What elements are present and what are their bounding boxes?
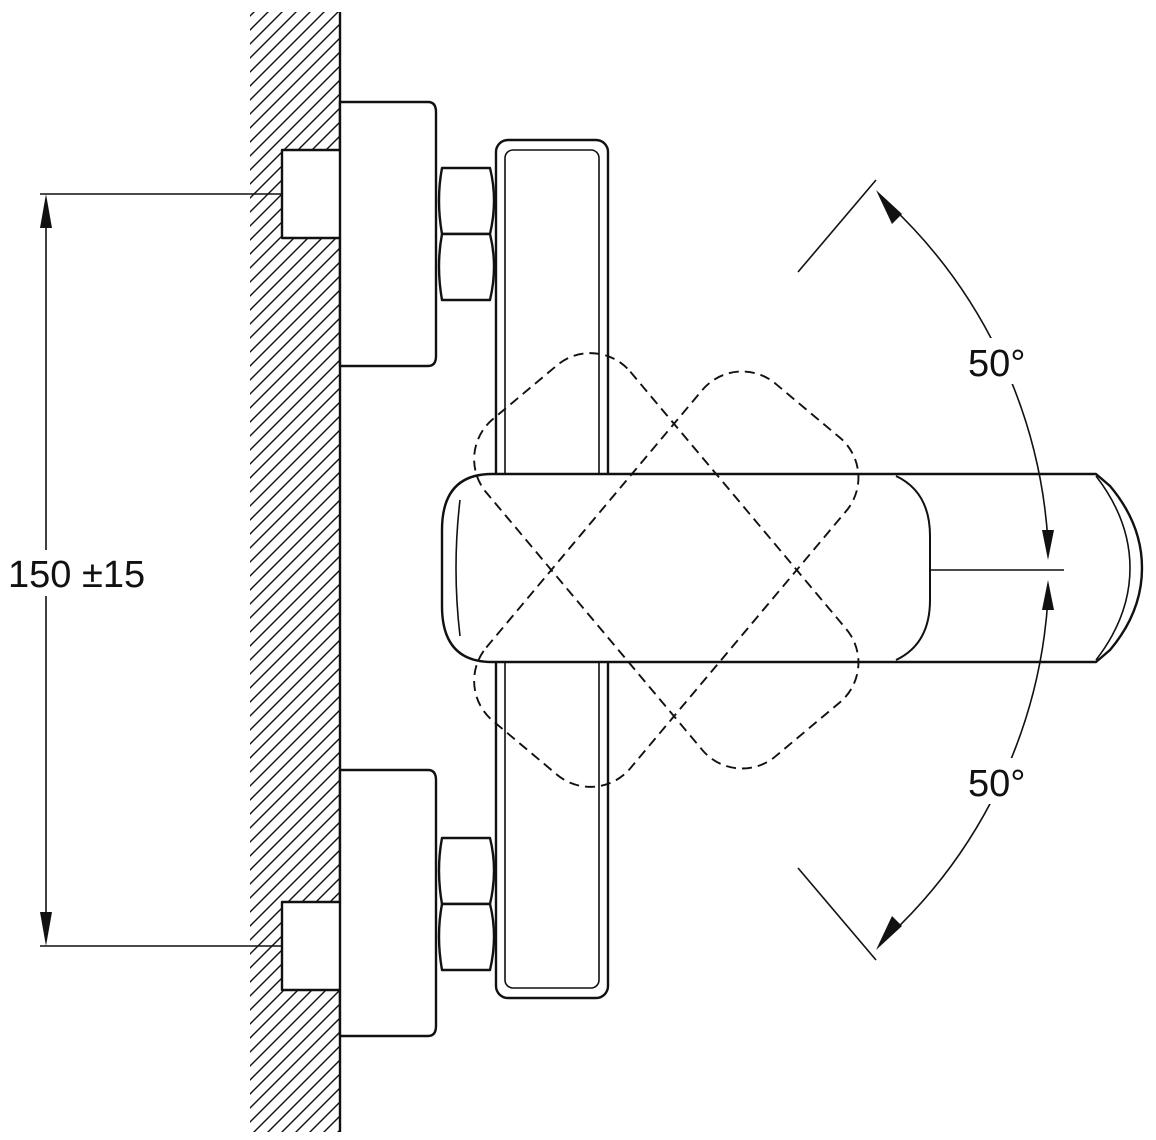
angle-label-upper-mask xyxy=(964,338,1034,384)
upper-eccentric-flange xyxy=(338,100,438,368)
lever-handle xyxy=(440,472,1144,664)
angle-label-lower-mask xyxy=(964,758,1034,804)
upper-inlet-connection xyxy=(280,100,496,368)
lever-handle-outline xyxy=(440,472,1144,664)
dim-label-mask xyxy=(4,550,174,596)
angle-arrow-lower-start xyxy=(1042,580,1054,610)
lower-inlet-connection xyxy=(280,768,496,1038)
lever-alternate-positions xyxy=(473,352,860,788)
angle-arrow-upper-start xyxy=(876,190,902,224)
lever-tip-face xyxy=(1095,475,1131,661)
angle-arrow-lower-end xyxy=(876,916,902,950)
upper-hex-nut-top xyxy=(437,166,496,236)
lower-eccentric-flange xyxy=(338,768,438,1038)
spacing-dimension-label: 150 ±15 xyxy=(8,554,145,596)
lower-hex-nut-bottom xyxy=(437,902,496,972)
angle-arrow-upper-end xyxy=(1042,530,1054,560)
dim-arrow-bottom xyxy=(40,912,52,946)
lever-grip-face xyxy=(895,475,931,661)
lever-position-upper xyxy=(473,370,860,788)
angle-extension-upper xyxy=(797,179,877,273)
lever-handle-inner-curve xyxy=(455,499,461,637)
angle-label-upper: 50° xyxy=(968,343,1025,385)
lower-hex-nut-top xyxy=(437,836,496,906)
upper-hex-nut-bottom xyxy=(437,232,496,302)
angle-dimensions: 50° 50° xyxy=(797,179,1054,961)
dim-arrow-top xyxy=(40,194,52,228)
angle-extension-lower xyxy=(797,867,877,961)
upper-inlet-pipe xyxy=(280,148,344,240)
lower-inlet-pipe xyxy=(280,900,344,992)
lever-position-lower xyxy=(473,352,860,770)
spacing-dimension: 150 ±15 xyxy=(4,193,282,947)
angle-label-lower: 50° xyxy=(968,763,1025,805)
